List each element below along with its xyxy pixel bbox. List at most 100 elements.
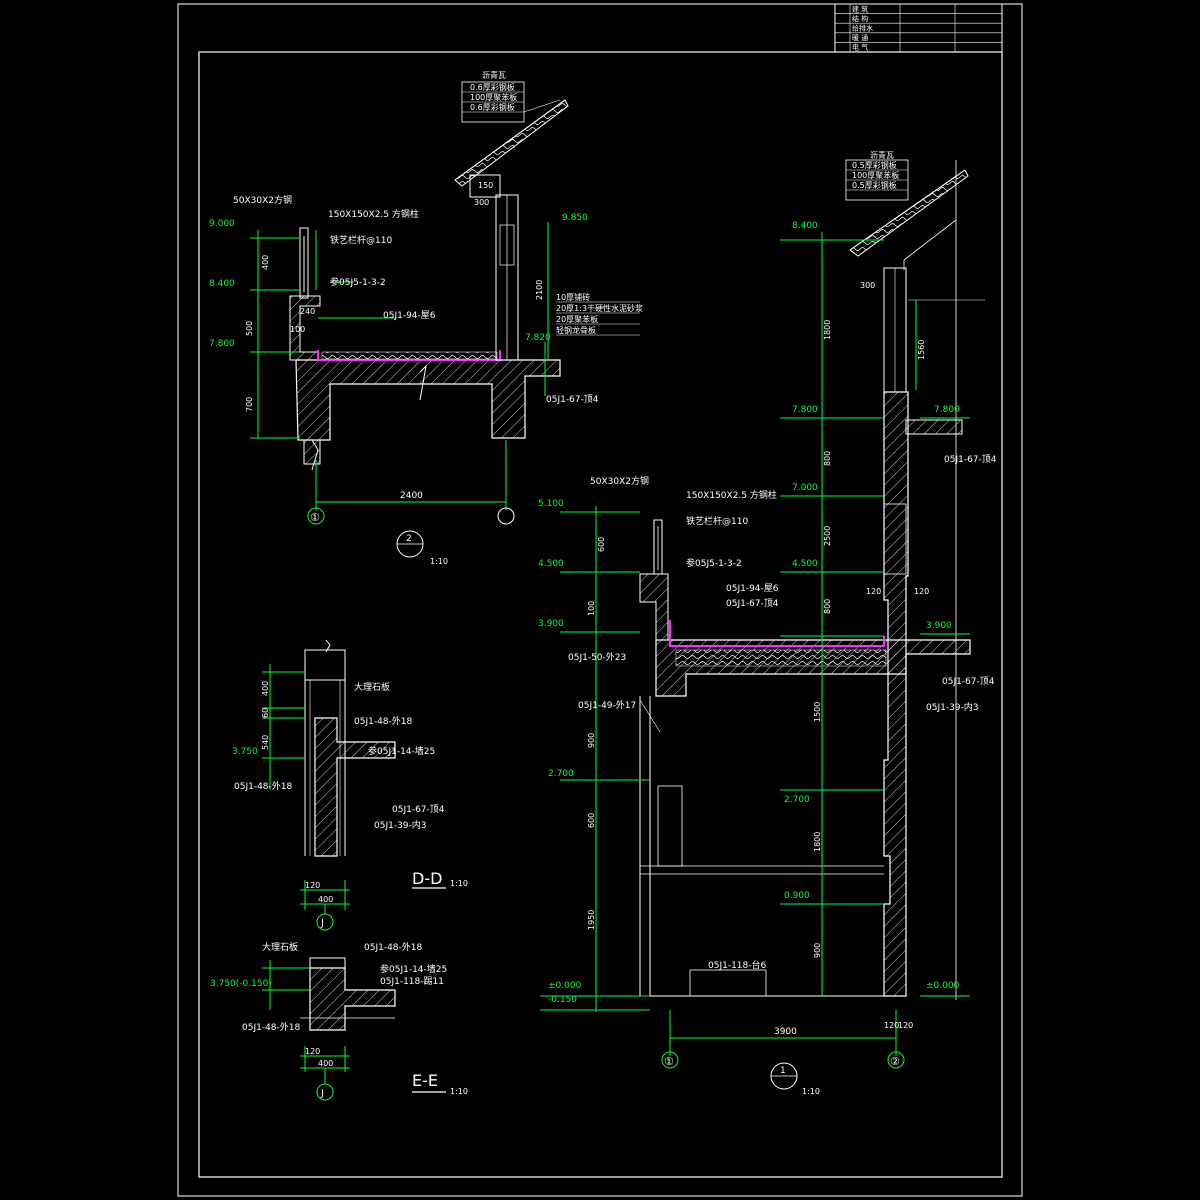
dim-text: 120 bbox=[884, 1021, 899, 1030]
floor-layer-table: 10厚铺砖 20厚1:3干硬性水泥砂浆 20厚聚苯板 轻钢龙骨板 bbox=[556, 292, 643, 336]
dim-text: 400 bbox=[318, 895, 333, 904]
floor-layer: 10厚铺砖 bbox=[556, 292, 590, 302]
floor-layer: 20厚聚苯板 bbox=[556, 314, 598, 324]
dim-text: 540 bbox=[261, 735, 270, 750]
callout: 05J1-67-顶4 bbox=[944, 454, 997, 465]
dim-text: 400 bbox=[318, 1059, 333, 1068]
dim-text: 1560 bbox=[917, 340, 926, 360]
dim-text: 800 bbox=[823, 451, 832, 466]
callout: 05J1-39-内3 bbox=[926, 701, 979, 713]
roof-layer: 沥青瓦 bbox=[870, 150, 894, 160]
dim-text: 120 bbox=[305, 881, 320, 890]
callout: 大理石板 bbox=[262, 941, 298, 953]
dim-text: 240 bbox=[300, 307, 315, 316]
detail-scale: 1:10 bbox=[430, 557, 448, 566]
elevation: 2.700 bbox=[784, 795, 810, 805]
elevation: ±0.000 bbox=[548, 981, 582, 991]
dim-text: 120 bbox=[305, 1047, 320, 1056]
elevation-8400: 8.400 bbox=[209, 279, 235, 289]
grid-bubble-blank bbox=[497, 507, 515, 525]
callout: 参05J1-14-墙25 bbox=[368, 745, 435, 757]
grid-bubble-j bbox=[316, 1083, 334, 1101]
grid-label: ① bbox=[664, 1055, 674, 1068]
dim-text: 500 bbox=[245, 321, 254, 336]
grid-bubble-1 bbox=[661, 1051, 679, 1069]
elevation: 4.500 bbox=[792, 559, 818, 569]
detail-scale: 1:10 bbox=[802, 1087, 820, 1096]
grid-label: ① bbox=[310, 511, 320, 524]
elevation: 3.900 bbox=[538, 619, 564, 629]
callout-roof: 05J1-94-屋6 bbox=[383, 310, 436, 321]
title-block-row: 暖 通 bbox=[852, 33, 868, 42]
callout: 铁艺栏杆@110 bbox=[686, 515, 748, 527]
dim-text: 800 bbox=[823, 599, 832, 614]
callout: 大理石板 bbox=[354, 681, 390, 693]
dim-text: 1500 bbox=[813, 702, 822, 722]
dim-text: 1800 bbox=[813, 832, 822, 852]
section-title: E-E bbox=[412, 1071, 438, 1090]
detail-2-balcony-section: ① 9.000 8.400 7.800 9.850 7.820 400 500 … bbox=[209, 70, 643, 566]
detail-1-wall-section: ① ② 3900 120 120 5.100 4.500 3.900 2.700… bbox=[538, 150, 997, 1096]
callout-steel-column: 150X150X2.5 方钢柱 bbox=[328, 208, 419, 220]
grid-bubble-1 bbox=[307, 507, 325, 525]
dim-text: 700 bbox=[245, 397, 254, 412]
dim-text: 600 bbox=[587, 813, 596, 828]
section-d-d: J 3.750 400 60 540 400 120 大理石板 05J1-48-… bbox=[232, 639, 468, 931]
section-e-e: J 3.750(-0.150) 400 120 大理石板 05J1-48-外18… bbox=[210, 941, 468, 1101]
dim-text: 300 bbox=[860, 281, 875, 290]
elevation: 7.800 bbox=[934, 405, 960, 415]
dim-text: 100 bbox=[290, 325, 305, 334]
dim-text: 2100 bbox=[535, 280, 544, 300]
section-scale: 1:10 bbox=[450, 1087, 468, 1096]
elevation: 4.500 bbox=[538, 559, 564, 569]
callout: 05J1-48-外18 bbox=[364, 941, 423, 953]
floor-layer: 20厚1:3干硬性水泥砂浆 bbox=[556, 303, 643, 313]
dim-text: 100 bbox=[587, 601, 596, 616]
roof-layer: 0.6厚彩钢板 bbox=[470, 102, 515, 112]
dim-text: 120 bbox=[898, 1021, 913, 1030]
grid-label: J bbox=[320, 1088, 324, 1099]
dim-text: 400 bbox=[261, 681, 270, 696]
grid-bubble-j bbox=[316, 913, 334, 931]
roof-layer: 0.5厚彩钢板 bbox=[852, 160, 897, 170]
elevation: 5.100 bbox=[538, 499, 564, 509]
callout: 05J1-94-屋6 bbox=[726, 583, 779, 594]
dim-text: 1950 bbox=[587, 910, 596, 930]
elevation: 7.000 bbox=[792, 483, 818, 493]
elevation-7820: 7.820 bbox=[525, 333, 551, 343]
callout: 参05J1-14-墙25 bbox=[380, 963, 447, 975]
elevation-7800: 7.800 bbox=[209, 339, 235, 349]
callout: 05J1-67-顶4 bbox=[942, 676, 995, 687]
elevation: 0.900 bbox=[784, 891, 810, 901]
dim-text: 900 bbox=[587, 733, 596, 748]
callout: 150X150X2.5 方钢柱 bbox=[686, 489, 777, 501]
dim-text: 120 bbox=[866, 587, 881, 596]
roof-layer: 0.6厚彩钢板 bbox=[470, 82, 515, 92]
callout: 50X30X2方钢 bbox=[590, 475, 649, 487]
callout-ref: 参05J5-1-3-2 bbox=[330, 276, 386, 288]
callout: 05J1-48-外18 bbox=[234, 780, 293, 792]
roof-layer: 100厚聚苯板 bbox=[470, 92, 517, 102]
dim-text: 60 bbox=[261, 708, 270, 718]
callout: 05J1-67-顶4 bbox=[392, 804, 445, 815]
callout: 05J1-118-台6 bbox=[708, 959, 767, 971]
callout-railing: 铁艺栏杆@110 bbox=[330, 234, 392, 246]
elevation: ±0.000 bbox=[926, 981, 960, 991]
callout: 05J1-48-外18 bbox=[242, 1021, 301, 1033]
grid-label: ② bbox=[890, 1055, 900, 1068]
dim-text: 600 bbox=[597, 537, 606, 552]
roof-layer: 0.5厚彩钢板 bbox=[852, 180, 897, 190]
roof-layer: 100厚聚苯板 bbox=[852, 170, 899, 180]
title-block-row: 结 构 bbox=[852, 14, 868, 23]
sheet-frame bbox=[177, 3, 1023, 1197]
dim-2400: 2400 bbox=[400, 491, 423, 501]
title-block-row: 建 筑 bbox=[852, 5, 868, 14]
detail-number: 1 bbox=[780, 1066, 786, 1076]
callout-steel-tube: 50X30X2方钢 bbox=[233, 194, 292, 206]
elevation-9850: 9.850 bbox=[562, 213, 588, 223]
dim-text: 400 bbox=[261, 255, 270, 270]
title-block-row: 给排水 bbox=[852, 24, 873, 33]
title-block-row: 电 气 bbox=[852, 43, 868, 52]
dim-text: 900 bbox=[813, 943, 822, 958]
callout: 05J1-48-外18 bbox=[354, 715, 413, 727]
